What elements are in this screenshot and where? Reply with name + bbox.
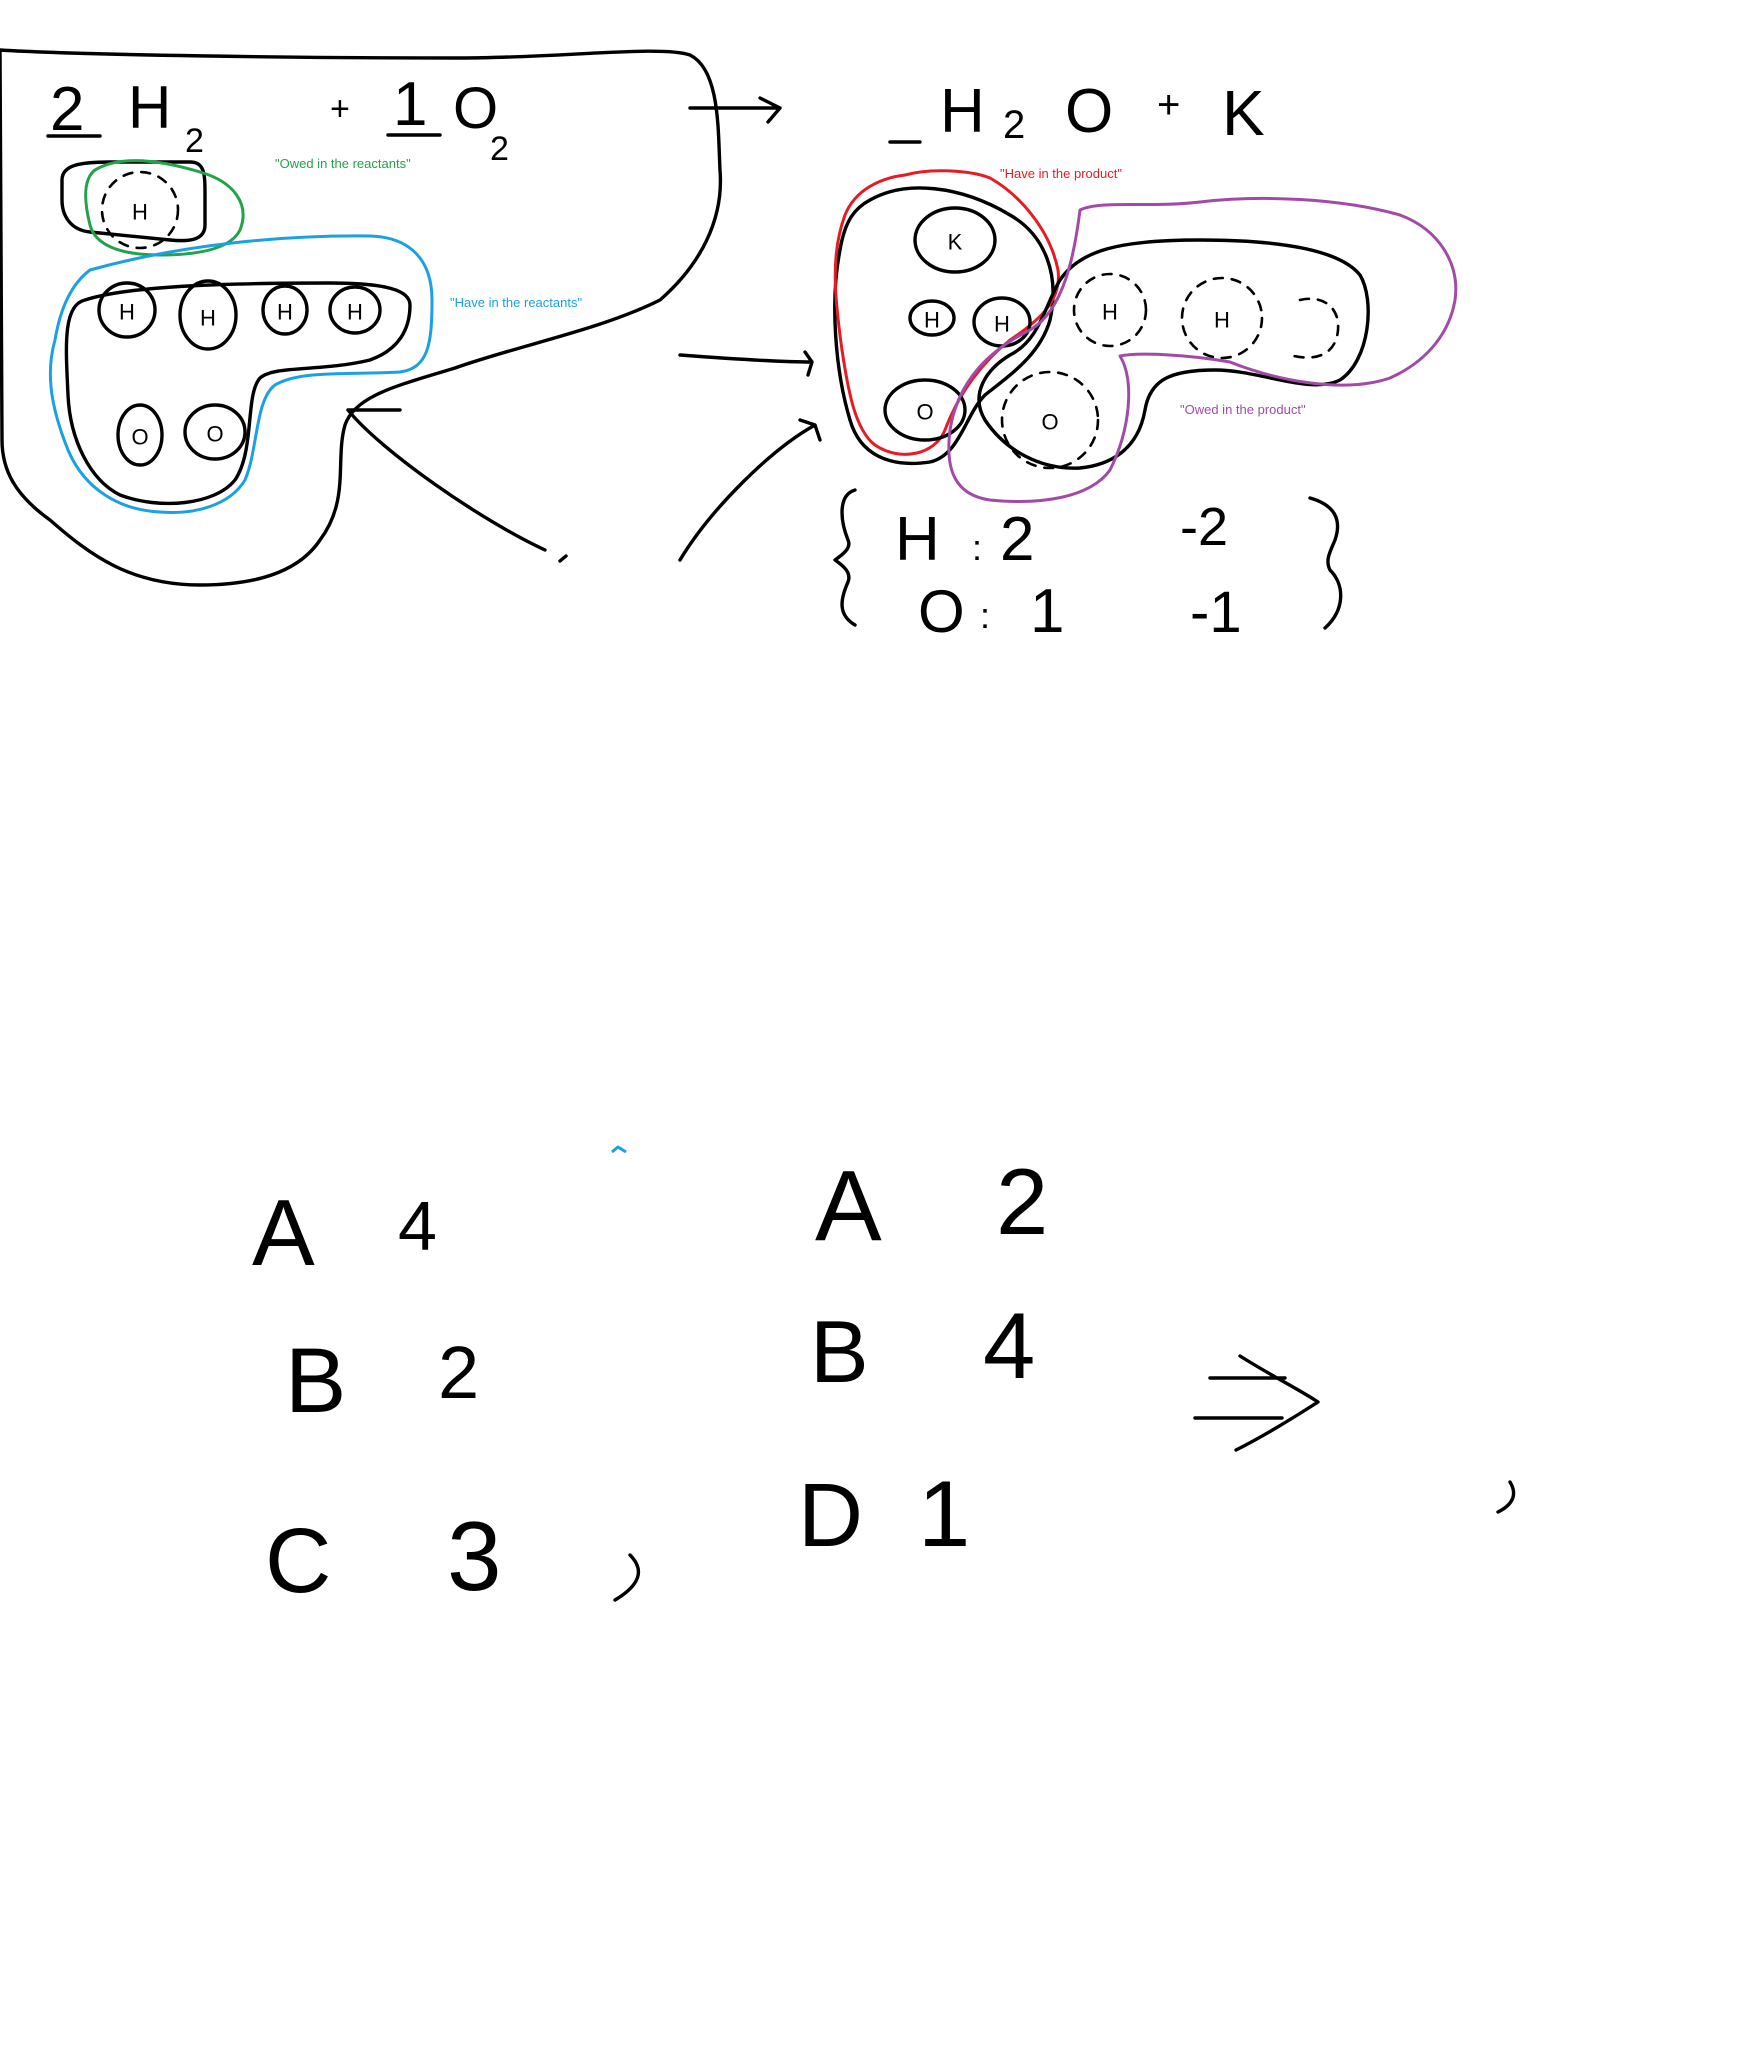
reactant-o-atom (116, 403, 164, 467)
tally-row1-label: H (895, 505, 940, 574)
reactant-coef-2: 1 (393, 70, 427, 139)
tally-row2-label: O (918, 578, 965, 645)
right-list-letter: D (798, 1466, 863, 1566)
reactant-h-atom-label: H (200, 306, 216, 331)
owed-product-h-label: H (1102, 300, 1118, 325)
owed-reactants-loop (84, 159, 245, 257)
tally-right-brace (1308, 496, 1343, 630)
owed-product-note: "Owed in the product" (1180, 402, 1306, 417)
reactant-h-atom (97, 281, 157, 339)
owed-product-o-label: O (1041, 410, 1058, 435)
reactant-plus: + (330, 90, 350, 128)
reactant-subscript-1: 2 (185, 122, 204, 160)
owed-reactant-box (60, 160, 207, 243)
reactant-h-atom (178, 279, 238, 351)
reactant-coef-1: 2 (50, 75, 84, 144)
right-list-number: 2 (996, 1149, 1048, 1254)
left-list-letter: B (285, 1330, 346, 1432)
owed-product-loop (947, 196, 1458, 503)
reactant-h-atoms: H H H H (97, 279, 382, 351)
reactant-h-atom-label: H (119, 300, 135, 325)
owed-product-h-circle (1180, 276, 1264, 360)
owed-product-h-circle (1072, 272, 1148, 348)
product-plus: + (1157, 83, 1180, 127)
tally-row1-owed: -2 (1180, 497, 1228, 557)
reaction-arrow (688, 96, 782, 124)
reactant-o-atom (183, 403, 247, 461)
right-list-letter: B (810, 1302, 869, 1401)
owed-reactant-h-label: H (132, 200, 148, 225)
product-k-atom-label: K (948, 230, 963, 255)
have-product-loop (833, 169, 1060, 456)
product-subscript-1: 2 (1003, 103, 1025, 147)
product-species-1: H (940, 77, 985, 146)
product-k-atom (913, 206, 997, 274)
right-list-number: 4 (983, 1293, 1035, 1398)
reactant-atoms-boundary (64, 281, 412, 506)
product-o-atom-label: O (916, 400, 933, 425)
implies-arrow (1193, 1354, 1320, 1452)
reactant-h-atom-label: H (347, 300, 363, 325)
product-h-atom (908, 299, 956, 337)
left-list-letter: A (252, 1180, 315, 1285)
left-list: A 4 B 2 C 3 (252, 1180, 502, 1612)
right-list-number: 1 (918, 1461, 970, 1566)
stray-mark (613, 1553, 641, 1602)
tally-left-brace (833, 488, 857, 627)
pointer-arrow-to-reactants (346, 408, 547, 552)
tally-row2-value: 1 (1030, 577, 1064, 646)
have-reactants-note: "Have in the reactants" (450, 295, 582, 310)
reactant-h-atom (328, 285, 382, 335)
tally-row2-sep: : (980, 595, 990, 636)
stray-mark (558, 554, 568, 563)
reactant-o-atom-label: O (131, 425, 148, 450)
reactant-o-atom-label: O (206, 422, 223, 447)
owed-product-h-label: H (1214, 308, 1230, 333)
left-list-number: 2 (438, 1331, 479, 1414)
product-have-boundary (833, 186, 1055, 466)
reactant-o-atoms: O O (116, 403, 247, 467)
right-list-letter: A (815, 1150, 882, 1262)
owed-product-partial-circle (1288, 297, 1340, 359)
left-list-number: 4 (398, 1187, 437, 1265)
right-list: A 2 B 4 D 1 (798, 1149, 1048, 1566)
pointer-arrow-to-product (678, 350, 814, 377)
left-list-letter: C (265, 1510, 331, 1612)
tally-row1-value: 2 (1000, 505, 1034, 574)
stray-mark (611, 1145, 627, 1154)
product-h-atom-label: H (924, 308, 940, 333)
owed-reactant-h-circle (100, 170, 180, 250)
curved-arrow-up (678, 418, 822, 562)
have-reactants-loop (48, 234, 434, 514)
reactant-species-2: O (453, 76, 498, 141)
have-product-note: "Have in the product" (1000, 166, 1122, 181)
left-list-number: 3 (447, 1501, 502, 1611)
tally-row2-owed: -1 (1190, 580, 1242, 645)
reactant-outer-boundary (0, 48, 723, 587)
product-o-atom (883, 378, 967, 442)
stray-mark (1496, 1480, 1516, 1514)
product-species-2: K (1222, 77, 1265, 149)
product-h-atom-label: H (994, 312, 1010, 337)
product-owed-boundary (977, 238, 1370, 470)
owed-product-o-circle (1000, 370, 1100, 470)
reactant-h-atom (261, 284, 309, 336)
product-species-1b: O (1065, 77, 1113, 146)
owed-reactants-note: "Owed in the reactants" (275, 156, 411, 171)
reactant-subscript-2: 2 (490, 130, 509, 168)
reactant-h-atom-label: H (277, 300, 293, 325)
tally-row1-sep: : (972, 527, 982, 568)
reactant-species-1: H (128, 74, 171, 141)
